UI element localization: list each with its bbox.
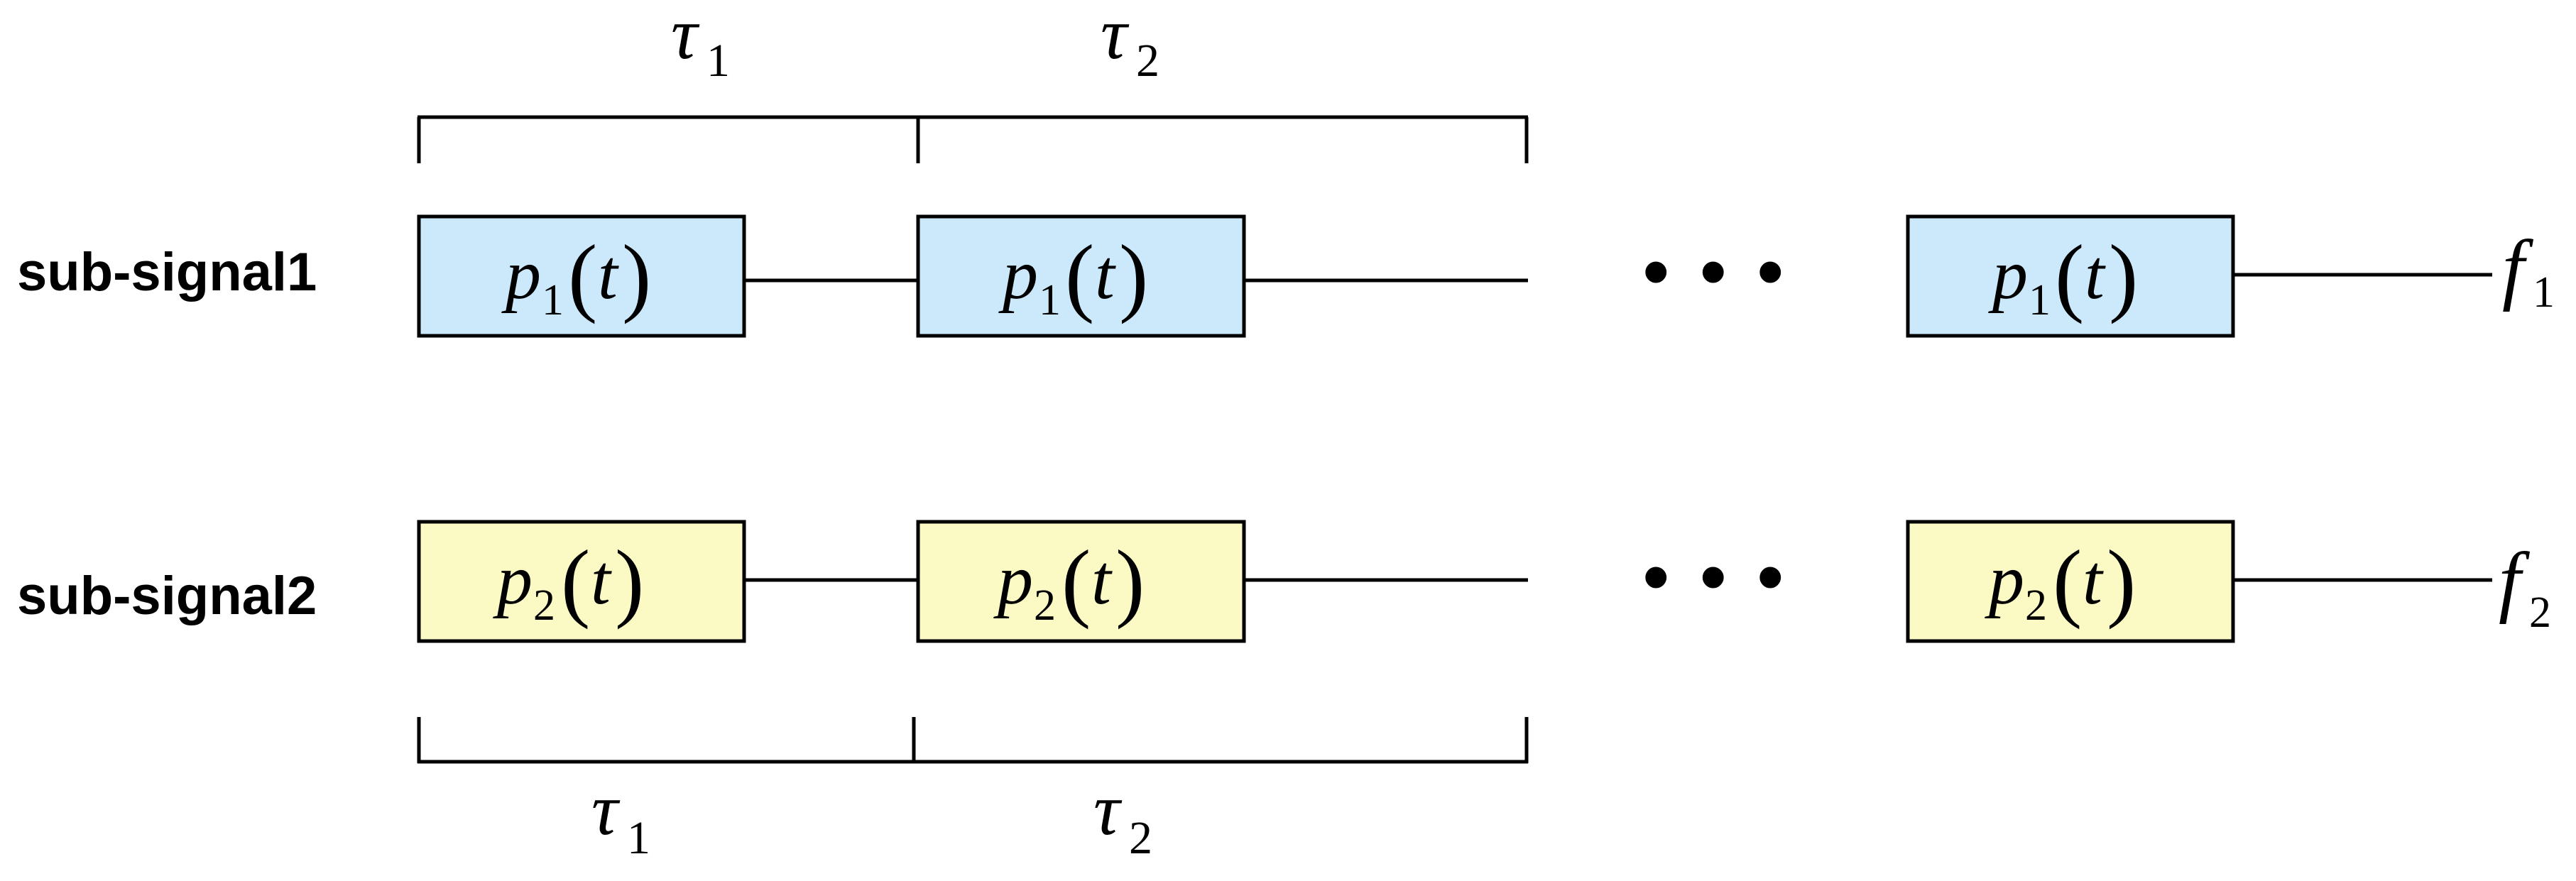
bottom-interval-label-2: τ 2 xyxy=(1093,769,1152,864)
row2-box-3 xyxy=(1906,520,2235,643)
row1-box-1 xyxy=(417,214,746,338)
bottom-interval-bracket xyxy=(417,717,1529,764)
row2-frequency-subscript: 2 xyxy=(2529,589,2551,637)
top-interval-label-2: τ 2 xyxy=(1101,0,1159,87)
row1-box-3-symbol: p xyxy=(1988,235,2028,314)
row2-box-3-subscript: 2 xyxy=(2025,581,2047,630)
row2-box-1 xyxy=(417,520,746,643)
top-tau-symbol-1: τ xyxy=(671,0,700,75)
sub-signal2-label: sub-signal2 xyxy=(17,566,317,626)
row1-box-3-close-paren: ) xyxy=(2109,227,2138,324)
row1-box-1-open-paren: ( xyxy=(568,227,597,324)
bottom-tau-subscript-1: 1 xyxy=(627,812,650,864)
row2-box-2-argument: t xyxy=(1091,540,1113,619)
sub-signal1-row: sub-signal1 p 1 ( t ) p 1 ( t ) ••• p 1 xyxy=(17,214,2555,338)
row1-box-3 xyxy=(1906,214,2235,338)
bottom-tau-symbol-2: τ xyxy=(1093,769,1123,850)
row1-pulse-box-3: p 1 ( t ) xyxy=(1906,214,2235,338)
row1-box-2-close-paren: ) xyxy=(1119,227,1148,324)
bottom-interval-label-1: τ 1 xyxy=(591,769,650,864)
row2-frequency-label: f 2 xyxy=(2499,537,2551,637)
row1-box-2 xyxy=(916,214,1246,338)
row2-pulse-box-1: p 2 ( t ) xyxy=(417,520,746,643)
row1-ellipsis-text: ••• xyxy=(1642,228,1814,315)
row1-box-1-symbol: p xyxy=(501,235,541,314)
row1-box-3-subscript: 1 xyxy=(2029,276,2051,324)
row2-box-2-close-paren: ) xyxy=(1115,532,1145,630)
row2-box-1-close-paren: ) xyxy=(615,532,644,630)
row1-frequency-label: f 1 xyxy=(2502,224,2555,317)
bottom-tau-symbol-1: τ xyxy=(591,769,621,850)
row2-box-3-argument: t xyxy=(2083,540,2104,619)
row2-pulse-box-3: p 2 ( t ) xyxy=(1906,520,2235,643)
row1-box-3-open-paren: ( xyxy=(2055,227,2084,324)
row1-box-2-symbol: p xyxy=(998,235,1038,314)
top-interval-bracket xyxy=(417,115,1529,163)
row1-box-2-open-paren: ( xyxy=(1065,227,1094,324)
row1-box-1-subscript: 1 xyxy=(542,276,564,324)
bottom-tau-subscript-2: 2 xyxy=(1129,812,1152,864)
row2-box-3-close-paren: ) xyxy=(2107,532,2136,630)
row1-box-1-argument: t xyxy=(598,235,619,314)
top-tau-subscript-2: 2 xyxy=(1136,35,1159,87)
row1-pulse-box-2: p 1 ( t ) xyxy=(916,214,1246,338)
row1-box-2-subscript: 1 xyxy=(1039,276,1061,324)
row2-box-1-subscript: 2 xyxy=(533,581,555,630)
row2-box-2-symbol: p xyxy=(993,540,1033,619)
row1-box-2-argument: t xyxy=(1095,235,1116,314)
row1-ellipsis: ••• xyxy=(1642,228,1814,315)
row2-box-1-symbol: p xyxy=(493,540,533,619)
row2-ellipsis: ••• xyxy=(1642,533,1814,620)
top-tau-symbol-2: τ xyxy=(1101,0,1130,75)
row2-box-3-symbol: p xyxy=(1985,540,2024,619)
row1-pulse-box-1: p 1 ( t ) xyxy=(417,214,746,338)
row1-box-1-close-paren: ) xyxy=(622,227,651,324)
row2-box-1-argument: t xyxy=(591,540,612,619)
row2-box-1-open-paren: ( xyxy=(561,532,590,630)
row1-frequency-subscript: 1 xyxy=(2533,268,2555,317)
row2-frequency-symbol: f xyxy=(2499,537,2531,625)
row1-frequency-symbol: f xyxy=(2502,224,2534,312)
row2-box-2-open-paren: ( xyxy=(1061,532,1091,630)
row1-box-3-argument: t xyxy=(2085,235,2106,314)
row2-pulse-box-2: p 2 ( t ) xyxy=(916,520,1246,643)
row2-ellipsis-text: ••• xyxy=(1642,533,1814,620)
row2-box-2-subscript: 2 xyxy=(1034,581,1056,630)
row2-box-2 xyxy=(916,520,1246,643)
row2-box-3-open-paren: ( xyxy=(2053,532,2082,630)
sub-signal2-row: sub-signal2 p 2 ( t ) p 2 ( t ) ••• p 2 xyxy=(17,520,2551,643)
sub-signal1-label: sub-signal1 xyxy=(17,242,317,302)
top-tau-subscript-1: 1 xyxy=(706,35,730,87)
top-interval-label-1: τ 1 xyxy=(671,0,730,87)
